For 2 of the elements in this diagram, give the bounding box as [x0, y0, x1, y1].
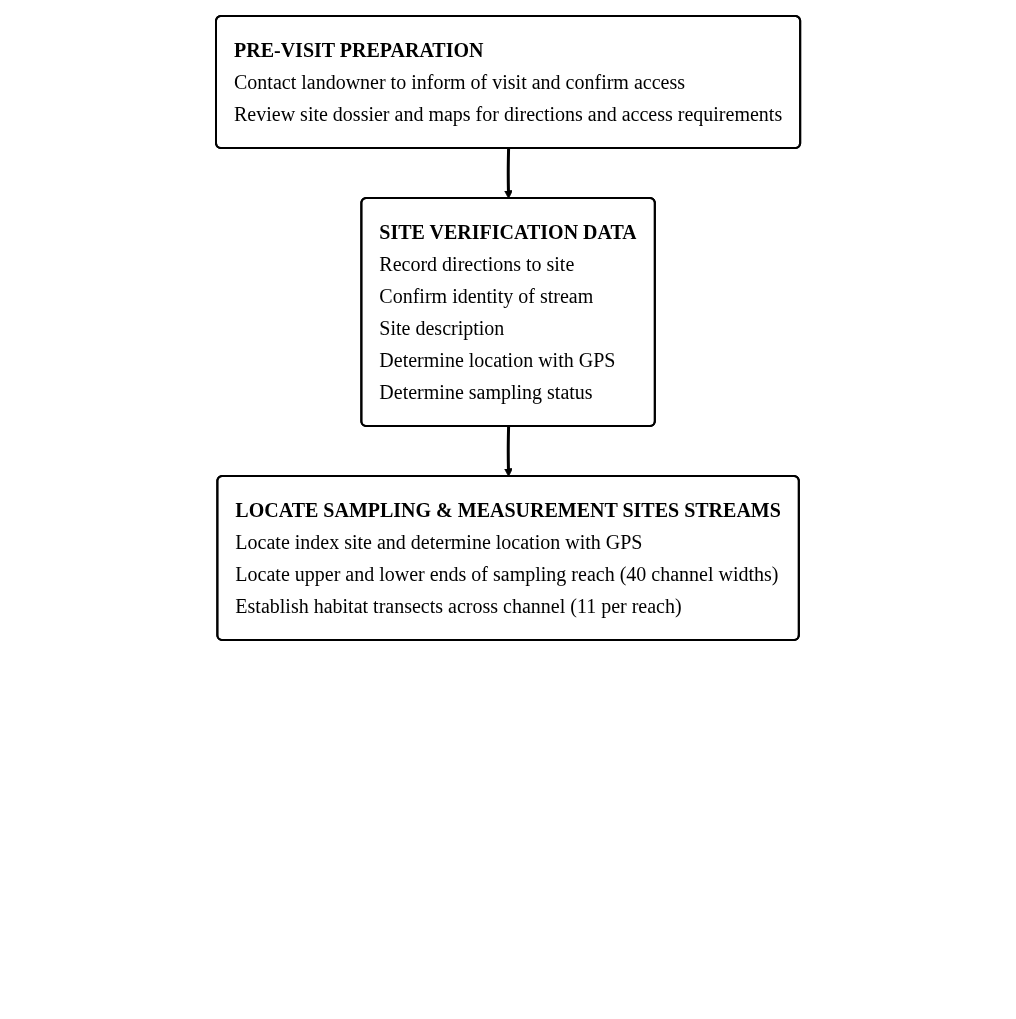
arrow [503, 148, 513, 199]
arrow [503, 426, 513, 477]
